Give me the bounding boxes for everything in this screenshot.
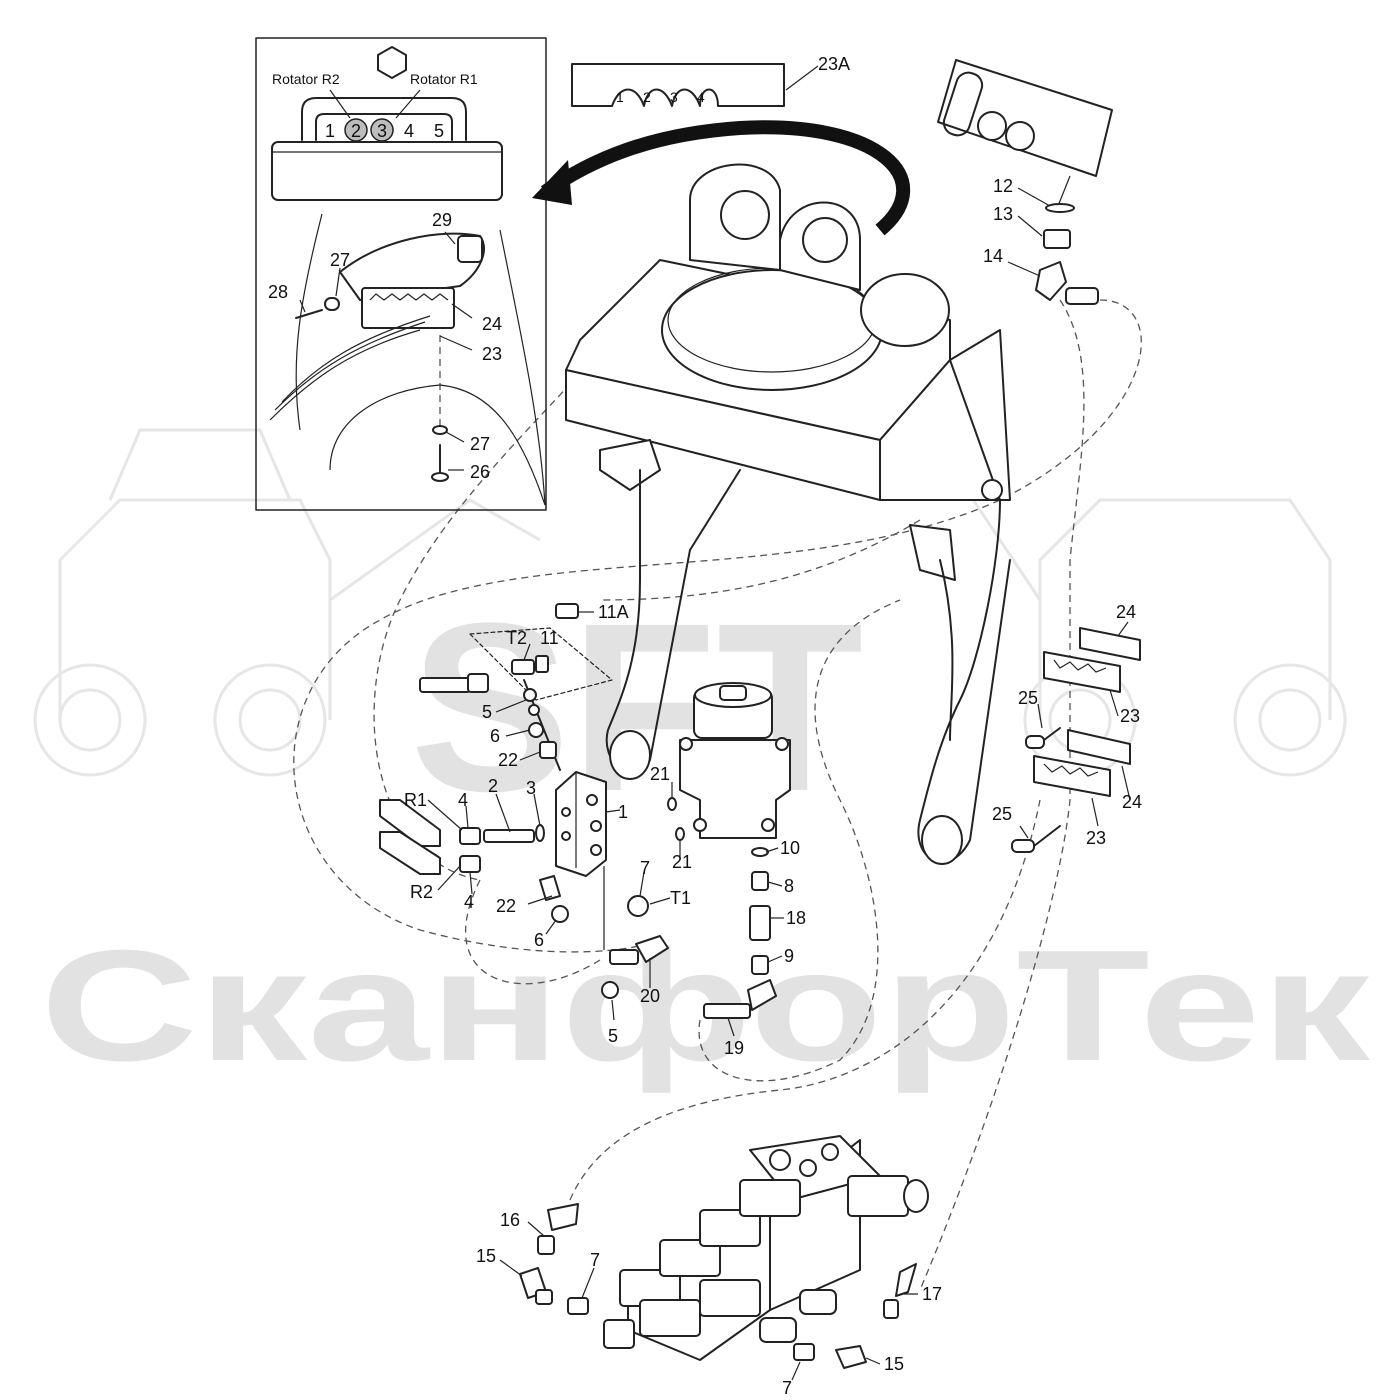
callout-26: 26	[470, 462, 490, 482]
callout-5-top: 5	[482, 702, 492, 722]
rotation-arrow	[540, 120, 911, 236]
callout-10: 10	[780, 838, 800, 858]
callout-23-inset: 23	[482, 344, 502, 364]
port-number-4: 4	[404, 121, 414, 141]
callout-t2: T2	[506, 628, 527, 648]
callout-23-right-bottom: 23	[1086, 828, 1106, 848]
watermark-tractor-left	[33, 428, 541, 777]
callout-17: 17	[922, 1284, 942, 1304]
hose-clamps	[1011, 621, 1141, 853]
hydraulic-motor	[679, 682, 791, 839]
port-number-5: 5	[434, 121, 444, 141]
callout-21-bottom: 21	[672, 852, 692, 872]
hose-routes	[293, 299, 1142, 1291]
callout-25-top: 25	[1018, 688, 1038, 708]
pin-2: 2	[643, 89, 651, 105]
callout-11a: 11A	[598, 602, 629, 622]
callout-18: 18	[786, 908, 806, 928]
callout-7-bank-bottom: 7	[782, 1378, 792, 1398]
callout-25-bottom: 25	[992, 804, 1012, 824]
callout-t1: T1	[670, 888, 691, 908]
pin-3: 3	[670, 89, 678, 105]
callout-24-right-top: 24	[1116, 602, 1136, 622]
callout-22-top: 22	[498, 750, 518, 770]
callout-r2: R2	[410, 882, 433, 902]
rotator-frame	[565, 163, 1011, 865]
callout-24-inset: 24	[482, 314, 502, 334]
callout-4-top: 4	[458, 790, 468, 810]
callout-23a: 23A	[818, 54, 850, 74]
callout-16: 16	[500, 1210, 520, 1230]
callout-23-right-top: 23	[1120, 706, 1140, 726]
rotator-r2-label: Rotator R2	[272, 71, 340, 87]
rotation-arrow-head-icon	[532, 160, 572, 205]
callout-labels: 23A 12 13 14 29 27 28 24 23 27 26 11A T2…	[268, 54, 1142, 1398]
callout-27-bottom: 27	[470, 434, 490, 454]
pin-1: 1	[616, 89, 624, 105]
port-block	[379, 603, 777, 1019]
callout-29: 29	[432, 210, 452, 230]
callout-5-bottom: 5	[608, 1026, 618, 1046]
callout-15-right: 15	[884, 1354, 904, 1374]
watermark-logo: SFT	[410, 573, 863, 841]
callout-20: 20	[640, 986, 660, 1006]
callout-8: 8	[784, 876, 794, 896]
port-number-3: 3	[377, 121, 387, 141]
callout-2: 2	[488, 776, 498, 796]
callout-24-right-bottom: 24	[1122, 792, 1142, 812]
callout-9: 9	[784, 946, 794, 966]
inset-port-numbers: 1 2 3 4 5	[325, 121, 444, 141]
callout-22-bottom: 22	[496, 896, 516, 916]
callout-19: 19	[724, 1038, 744, 1058]
callout-4-bottom: 4	[464, 892, 474, 912]
callout-7-bank-left: 7	[590, 1250, 600, 1270]
callout-leaders	[427, 611, 784, 1037]
port-number-2: 2	[351, 121, 361, 141]
valve-block-top	[937, 59, 1113, 305]
callout-12: 12	[993, 176, 1013, 196]
connector-23a: 1 2 3 4	[571, 63, 819, 107]
screw-29-icon	[457, 235, 483, 263]
callout-7-mid: 7	[640, 858, 650, 878]
port-number-1: 1	[325, 121, 335, 141]
callout-11: 11	[540, 628, 559, 648]
callout-6-top: 6	[490, 726, 500, 746]
callout-6-bottom: 6	[534, 930, 544, 950]
callout-1: 1	[618, 802, 628, 822]
rotator-r1-label: Rotator R1	[410, 71, 478, 87]
callout-14: 14	[983, 246, 1003, 266]
inset-detail: Rotator R2 Rotator R1 1 2 3 4 5	[255, 37, 547, 511]
callout-r1: R1	[404, 790, 427, 810]
callout-21-top: 21	[650, 764, 670, 784]
valve-bank-bottom	[499, 1135, 929, 1381]
hex-nut-icon	[377, 46, 407, 79]
callout-3: 3	[526, 778, 536, 798]
callout-13: 13	[993, 204, 1013, 224]
callout-28: 28	[268, 282, 288, 302]
callout-27-top: 27	[330, 250, 350, 270]
callout-15-left: 15	[476, 1246, 496, 1266]
pin-4: 4	[697, 89, 705, 105]
